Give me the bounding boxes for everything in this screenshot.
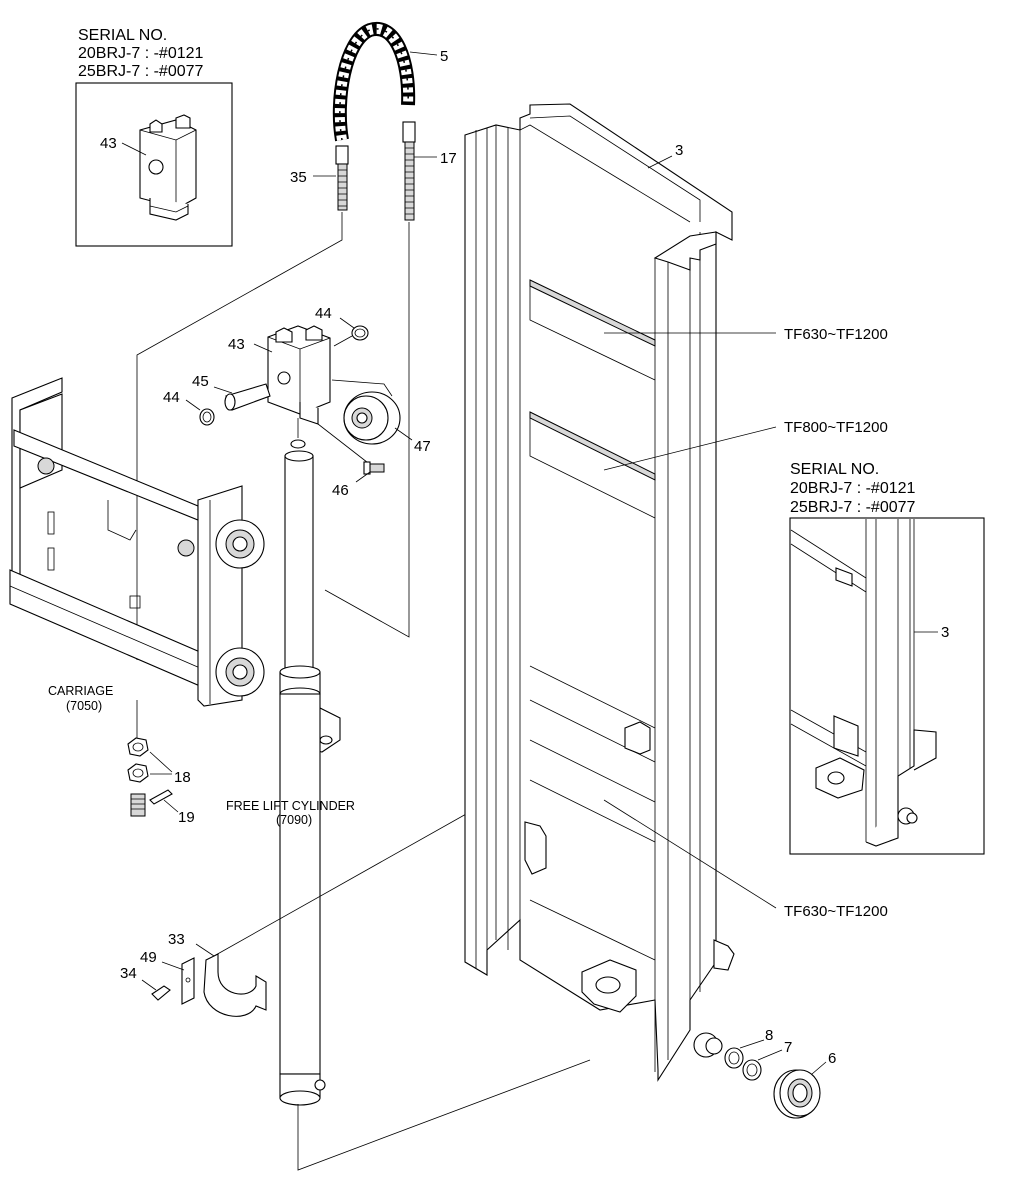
nuts-18 xyxy=(127,737,149,783)
bolt-19 xyxy=(130,789,173,817)
cylinder-code: (7090) xyxy=(276,813,312,827)
inset-top: SERIAL NO. 20BRJ-7 : -#0121 25BRJ-7 : -#… xyxy=(75,27,233,247)
lift-chain xyxy=(332,22,416,142)
callout-47: 47 xyxy=(414,438,431,455)
callout-19: 19 xyxy=(178,809,195,826)
free-lift-cylinder xyxy=(279,418,341,1106)
leader-lower-crossmember xyxy=(603,799,777,909)
callout-49: 49 xyxy=(140,949,157,966)
cylinder-clamp xyxy=(151,953,267,1017)
leader-35-to-carriage xyxy=(136,212,343,660)
carriage-code: (7050) xyxy=(66,699,102,713)
pin-45 xyxy=(224,383,271,411)
chain-anchor-bracket-old xyxy=(139,114,197,221)
callout-35: 35 xyxy=(290,169,307,186)
o-ring-44-top xyxy=(351,325,369,341)
carriage xyxy=(9,377,265,707)
o-ring-44-left xyxy=(199,408,215,426)
label-middle-crossmember: TF800~TF1200 xyxy=(784,419,888,436)
inset-right-serial-line2: 25BRJ-7 : -#0077 xyxy=(790,499,916,516)
callout-34: 34 xyxy=(120,965,137,982)
cylinder-name: FREE LIFT CYLINDER xyxy=(226,799,355,813)
leader-cylinder-bottom xyxy=(297,1059,591,1171)
anchor-bolt-17 xyxy=(402,121,416,221)
callout-18: 18 xyxy=(174,769,191,786)
callout-6: 6 xyxy=(828,1050,836,1067)
callout-3: 3 xyxy=(675,142,683,159)
sheave-bracket xyxy=(267,325,331,425)
inset-right: SERIAL NO. 20BRJ-7 : -#0121 25BRJ-7 : -#… xyxy=(789,461,985,855)
leader-17-to-cylinder xyxy=(324,222,410,638)
inset-top-serial-title: SERIAL NO. xyxy=(78,27,167,44)
mast-3 xyxy=(464,103,735,1082)
inset-top-serial-line1: 20BRJ-7 : -#0121 xyxy=(78,45,204,62)
label-upper-crossmember: TF630~TF1200 xyxy=(784,326,888,343)
callout-46: 46 xyxy=(332,482,349,499)
label-lower-crossmember: TF630~TF1200 xyxy=(784,903,888,920)
inset-right-serial-line1: 20BRJ-7 : -#0121 xyxy=(790,480,916,497)
sheave-47 xyxy=(331,379,401,445)
inset-right-serial-title: SERIAL NO. xyxy=(790,461,879,478)
inset-right-frame xyxy=(789,517,985,855)
bearing-6 xyxy=(773,1069,821,1119)
callout-3-inset: 3 xyxy=(941,624,949,641)
washer-7 xyxy=(742,1059,762,1081)
washer-8 xyxy=(724,1047,744,1069)
inset-top-frame xyxy=(75,82,233,247)
callout-44-top: 44 xyxy=(315,305,332,322)
callout-5: 5 xyxy=(440,48,448,65)
callout-43-inset: 43 xyxy=(100,135,117,152)
anchor-bolt-35 xyxy=(335,145,349,211)
callout-8: 8 xyxy=(765,1027,773,1044)
callout-7: 7 xyxy=(784,1039,792,1056)
callout-33: 33 xyxy=(168,931,185,948)
callout-44-left: 44 xyxy=(163,389,180,406)
carriage-name: CARRIAGE xyxy=(48,684,113,698)
inset-top-serial-line2: 25BRJ-7 : -#0077 xyxy=(78,63,204,80)
callout-17: 17 xyxy=(440,150,457,167)
callout-45: 45 xyxy=(192,373,209,390)
callout-43: 43 xyxy=(228,336,245,353)
leader-middle-crossmember xyxy=(603,426,777,471)
